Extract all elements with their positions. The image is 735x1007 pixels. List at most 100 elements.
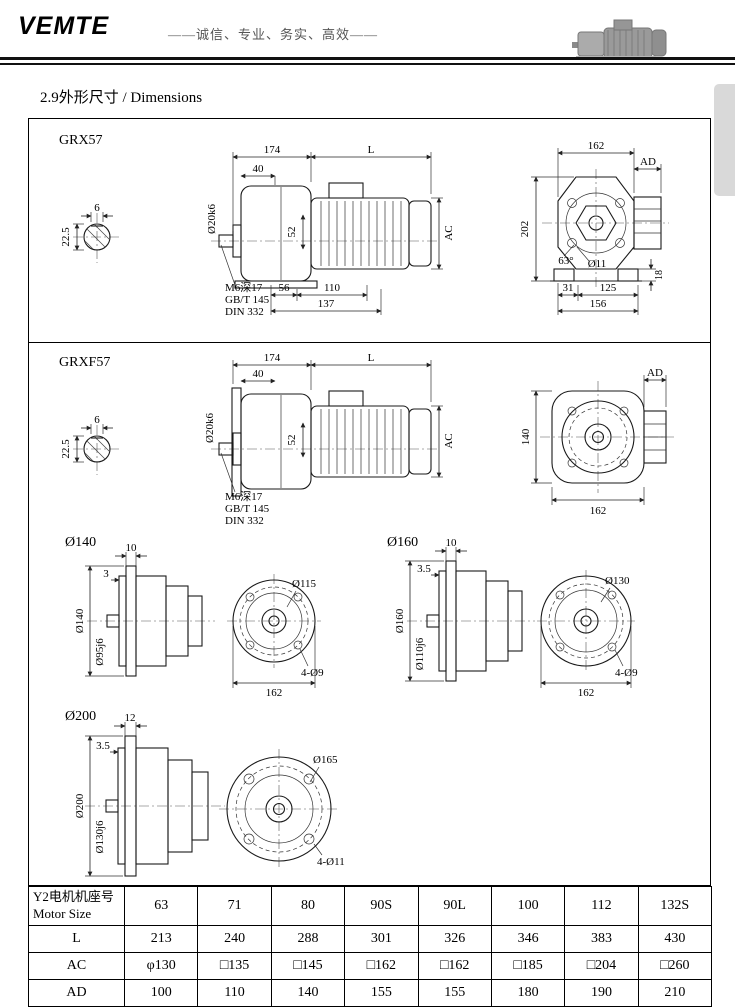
note-gbt: GB/T 145 (225, 294, 270, 306)
dim-plate: 10 (126, 542, 138, 554)
dim-spigot-dia: Ø110j6 (414, 637, 426, 670)
dim-key-width: 6 (94, 414, 100, 426)
table-cell: 210 (637, 979, 713, 1007)
grxf57-front-view: AD 140 162 (520, 367, 674, 517)
dim-AC: AC (443, 433, 455, 448)
dim-40: 40 (253, 368, 265, 380)
dim-outer-dia: Ø140 (74, 608, 86, 633)
section-label-grxf57: GRXF57 (59, 355, 111, 370)
table-cell: 288 (270, 925, 346, 953)
dim-AD: AD (647, 367, 663, 379)
table-cell: □260 (637, 952, 713, 980)
table-cell: 140 (270, 979, 346, 1007)
note-center-hole: M6深17 (225, 281, 263, 294)
dim-L: L (368, 352, 375, 364)
table-col-header: 80 (270, 886, 346, 926)
table-row-L: L 213 240 288 301 326 346 383 430 (28, 925, 713, 953)
dim-bolt-circle: Ø130 (605, 575, 630, 587)
section-label-grx57: GRX57 (59, 133, 103, 148)
dim-162: 162 (266, 687, 283, 699)
dim-shaft-dia: Ø20k6 (206, 204, 218, 234)
dim-spigot-dia: Ø130j6 (94, 820, 106, 854)
dim-angle: 63° (558, 255, 573, 267)
section-label-flange160: Ø160 (387, 535, 419, 550)
dim-shaft-dia: Ø20k6 (204, 413, 216, 443)
dim-202: 202 (519, 221, 531, 238)
grxf57-drawing: 6 22.5 174 (60, 352, 674, 527)
dim-162: 162 (588, 140, 605, 152)
dim-outer-dia: Ø200 (74, 793, 86, 818)
header-rule-thick (0, 57, 735, 60)
table-col-header: 132S (637, 886, 713, 926)
table-col-header: 100 (490, 886, 566, 926)
table-row-label: AC (28, 952, 125, 980)
dim-holes: 4-Ø11 (317, 856, 345, 868)
grx57-shaft-section: 6 22.5 (60, 202, 121, 263)
flange160-side-view: 10 3.5 Ø160 Ø110j6 (394, 537, 535, 682)
dim-56: 56 (279, 282, 291, 294)
dim-137: 137 (318, 298, 335, 310)
drawings-panel: GRX57 GRXF57 Ø140 Ø160 Ø200 (28, 118, 711, 886)
section-label-flange200: Ø200 (65, 709, 97, 724)
table-cell: 180 (490, 979, 566, 1007)
dimension-table: Y2电机机座号 Motor Size 63 71 80 90S 90L 100 … (28, 886, 713, 1007)
dim-holes: 4-Ø9 (615, 667, 638, 679)
dim-plate: 12 (125, 712, 136, 724)
dim-outer-dia: Ø160 (394, 608, 406, 633)
note-center-hole: M6深17 (225, 490, 263, 503)
header-rule-thin (0, 63, 735, 65)
grx57-side-view: 174 L 40 Ø20k6 52 AC M6深17 GB/T 145 DIN … (206, 144, 455, 318)
table-header-zh: Y2电机机座号 (33, 889, 114, 905)
table-cell: □162 (417, 952, 492, 980)
dim-key-width: 6 (94, 202, 100, 214)
table-header-motor-size: Y2电机机座号 Motor Size (28, 886, 125, 926)
table-cell: φ130 (123, 952, 199, 980)
table-cell: 213 (123, 925, 199, 953)
table-cell: 155 (344, 979, 419, 1007)
brand-logo: VEMTE (18, 12, 110, 40)
note-din: DIN 332 (225, 515, 264, 527)
dim-162: 162 (578, 687, 595, 699)
table-cell: 100 (123, 979, 199, 1007)
table-cell: □204 (564, 952, 639, 980)
dim-125: 125 (600, 282, 617, 294)
table-row-label: L (28, 925, 125, 953)
table-cell: 383 (564, 925, 639, 953)
table-col-header: 63 (123, 886, 199, 926)
note-gbt: GB/T 145 (225, 503, 270, 515)
table-row-AD: AD 100 110 140 155 155 180 190 210 (28, 979, 713, 1007)
table-col-header: 90S (344, 886, 419, 926)
table-cell: 301 (344, 925, 419, 953)
flange200-side-view: 12 3.5 Ø200 Ø130j6 (74, 712, 225, 877)
page-edge-tab (714, 84, 735, 196)
section-label-flange140: Ø140 (65, 535, 97, 550)
flange140-side-view: 10 3 Ø140 Ø95j6 (74, 542, 215, 677)
grx57-front-view: 162 AD 202 63° Ø11 18 31 (519, 140, 669, 315)
grxf57-side-view: 174 L 40 Ø20k6 52 AC M6深17 GB/T 145 DIN … (204, 352, 455, 527)
flange-140-160-drawing: 10 3 Ø140 Ø95j6 Ø115 (74, 537, 638, 699)
dim-spigot-depth: 3.5 (417, 563, 431, 575)
table-row-label: AD (28, 979, 125, 1007)
dim-bolt-circle: Ø165 (313, 754, 338, 766)
dim-156: 156 (590, 298, 607, 310)
dim-174: 174 (264, 144, 281, 156)
dim-holes: 4-Ø9 (301, 667, 324, 679)
dim-31: 31 (563, 282, 574, 294)
dim-spigot-dia: Ø95j6 (94, 638, 106, 666)
dim-52: 52 (286, 435, 298, 446)
dim-110: 110 (324, 282, 341, 294)
table-cell: 430 (637, 925, 713, 953)
table-cell: □185 (490, 952, 566, 980)
dim-18: 18 (654, 270, 665, 280)
grxf57-shaft-section: 6 22.5 (60, 414, 121, 475)
dim-bolt-circle: Ø115 (292, 578, 317, 590)
note-din: DIN 332 (225, 306, 264, 318)
dim-spigot-depth: 3.5 (96, 740, 110, 752)
table-cell: 110 (197, 979, 272, 1007)
table-header-en: Motor Size (33, 906, 92, 921)
flange160-front-view: Ø130 162 4-Ø9 (537, 570, 638, 699)
dim-52: 52 (286, 227, 298, 238)
dim-AC: AC (443, 225, 455, 240)
dim-40: 40 (253, 163, 265, 175)
